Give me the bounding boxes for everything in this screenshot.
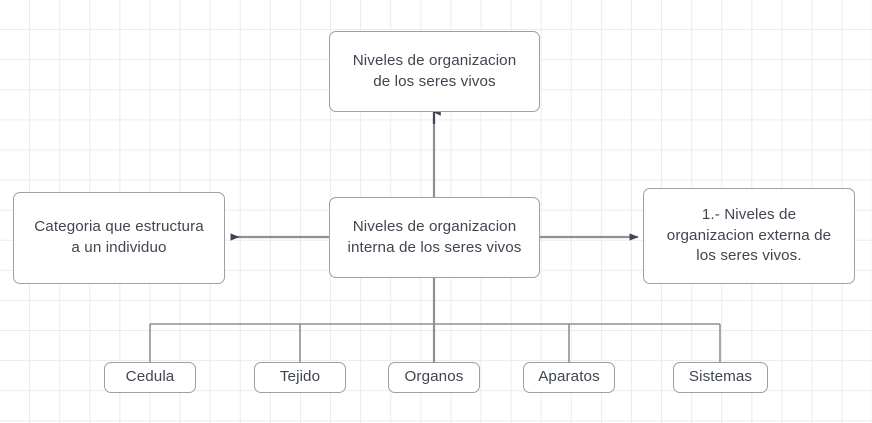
node-niveles-organizacion-interna[interactable]: Niveles de organizacion interna de los s… [329, 197, 540, 278]
node-cedula[interactable]: Cedula [104, 362, 196, 393]
node-niveles-organizacion-seres-vivos[interactable]: Niveles de organizacion de los seres viv… [329, 31, 540, 112]
node-categoria-estructura-individuo[interactable]: Categoria que estructura a un individuo [13, 192, 225, 284]
node-tejido[interactable]: Tejido [254, 362, 346, 393]
node-organos[interactable]: Organos [388, 362, 480, 393]
node-niveles-organizacion-externa[interactable]: 1.- Niveles de organizacion externa de l… [643, 188, 855, 284]
node-sistemas[interactable]: Sistemas [673, 362, 768, 393]
node-aparatos[interactable]: Aparatos [523, 362, 615, 393]
